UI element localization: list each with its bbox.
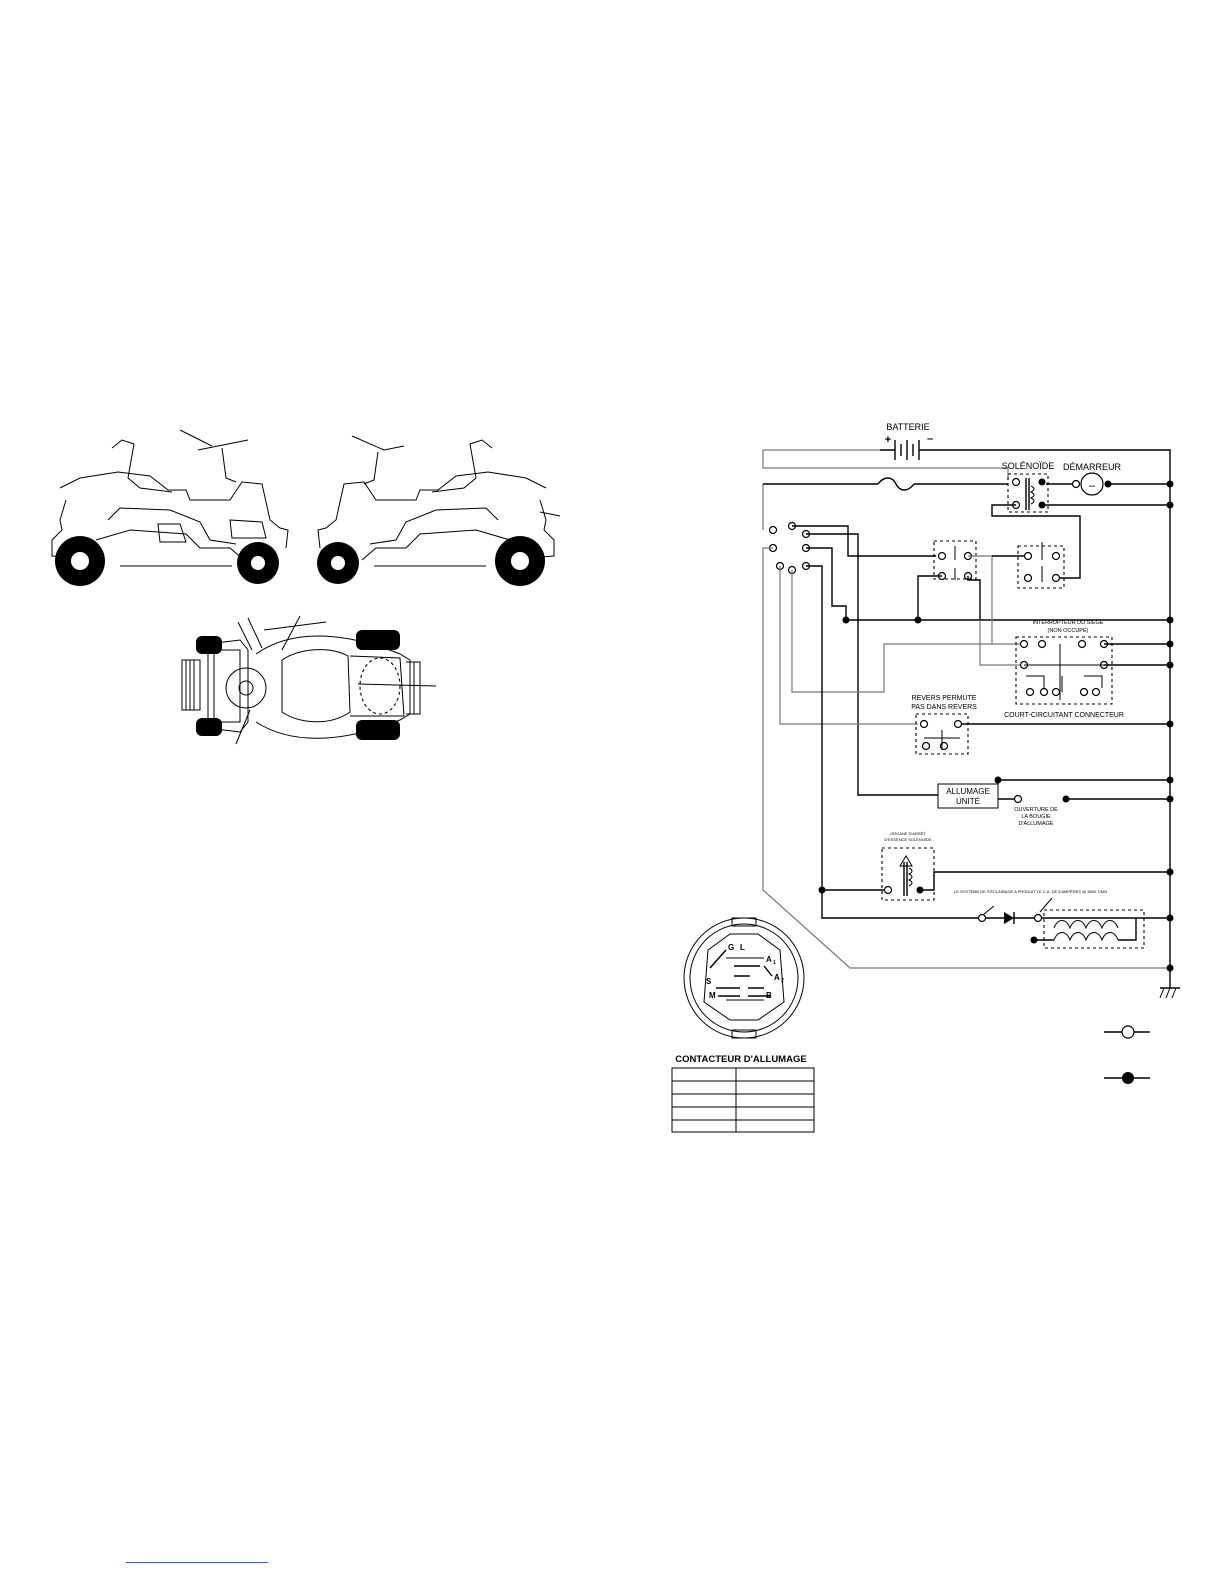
terminal-s: S [706,977,712,986]
ignition-unit-sublabel: UNITÉ [956,797,980,806]
ignition-switch: G L A 1 A 2 S M B CONTACTEUR D'ALLUMAGE [675,917,807,1065]
wire-harness-plug [768,521,811,575]
reverse-switch: REVERS PERMUTE PAS DANS REVERS [911,695,1170,755]
terminal-a1-sub: 1 [773,960,776,966]
mower-side-view-right [317,435,561,586]
terminal-b: B [766,991,772,1000]
ignition-switch-title: CONTACTEUR D'ALLUMAGE [675,1054,806,1065]
charging-note: LE SYSTÈME DE S'ÉCLAIRAGE A PRODUIT LE C… [954,889,1107,894]
fuel-solenoid-sublabel: D'ESSENCE SOLÉNOÏDE [884,837,932,842]
legend [1104,1025,1150,1084]
terminal-a2-sub: 2 [781,978,784,984]
spark-plug-label: OUVERTURE DE [1014,807,1058,813]
fuel-solenoid-label: ORGANE D'ARRÊT [890,831,926,836]
terminal-a2: A [774,973,780,982]
pto-switch [914,540,993,644]
battery-label: BATTERIE [886,422,929,432]
seat-switch: INTERRUPTEUR DU SIÈGE (NON OCCUPÉ) COURT… [979,619,1170,719]
reverse-switch-label: REVERS PERMUTE [912,695,977,702]
charging-system: LE SYSTÈME DE S'ÉCLAIRAGE A PRODUIT LE C… [954,889,1170,949]
seat-switch-sublabel: (NON OCCUPÉ) [1048,627,1089,634]
fuse [762,477,1008,530]
fuel-solenoid: ORGANE D'ARRÊT D'ESSENCE SOLÉNOÏDE [881,831,1170,901]
brake-switch [992,542,1065,589]
terminal-g: G [728,943,734,952]
mower-side-view-left [51,429,289,586]
starter-sign: – [1089,480,1096,492]
starter: DÉMARREUR – [1046,462,1170,496]
mower-top-view [181,615,437,745]
terminal-a1: A [766,955,772,964]
seat-switch-label: INTERRUPTEUR DU SIÈGE [1033,619,1104,626]
terminal-m: M [709,991,716,1000]
solenoid-label: SOLÉNOÏDE [1002,461,1055,471]
short-connector-label: COURT-CIRCUITANT CONNECTEUR [1004,712,1124,719]
ground-symbol [1159,968,1180,999]
terminal-l: L [740,943,745,952]
ignition-unit: ALLUMAGE UNITÉ OUVERTURE DE LA BOUGIE D'… [937,776,1170,827]
ignition-switch-table [671,1067,815,1133]
battery-plus-sign: + [885,434,891,446]
footer-link-underline[interactable] [126,1562,268,1563]
battery-minus-sign: – [927,433,933,445]
reverse-switch-sublabel: PAS DANS REVERS [911,704,977,711]
ignition-unit-label: ALLUMAGE [946,787,990,796]
battery: BATTERIE + – [880,422,936,460]
wiring-diagram: BATTERIE + – SOLÉNOÏDE DÉMAR [762,422,1180,1084]
spark-plug-sublabel: LA BOUGIE [1021,814,1051,820]
spark-plug-sublabel-2: D'ALLUMAGE [1019,821,1054,827]
starter-label: DÉMARREUR [1063,462,1122,472]
